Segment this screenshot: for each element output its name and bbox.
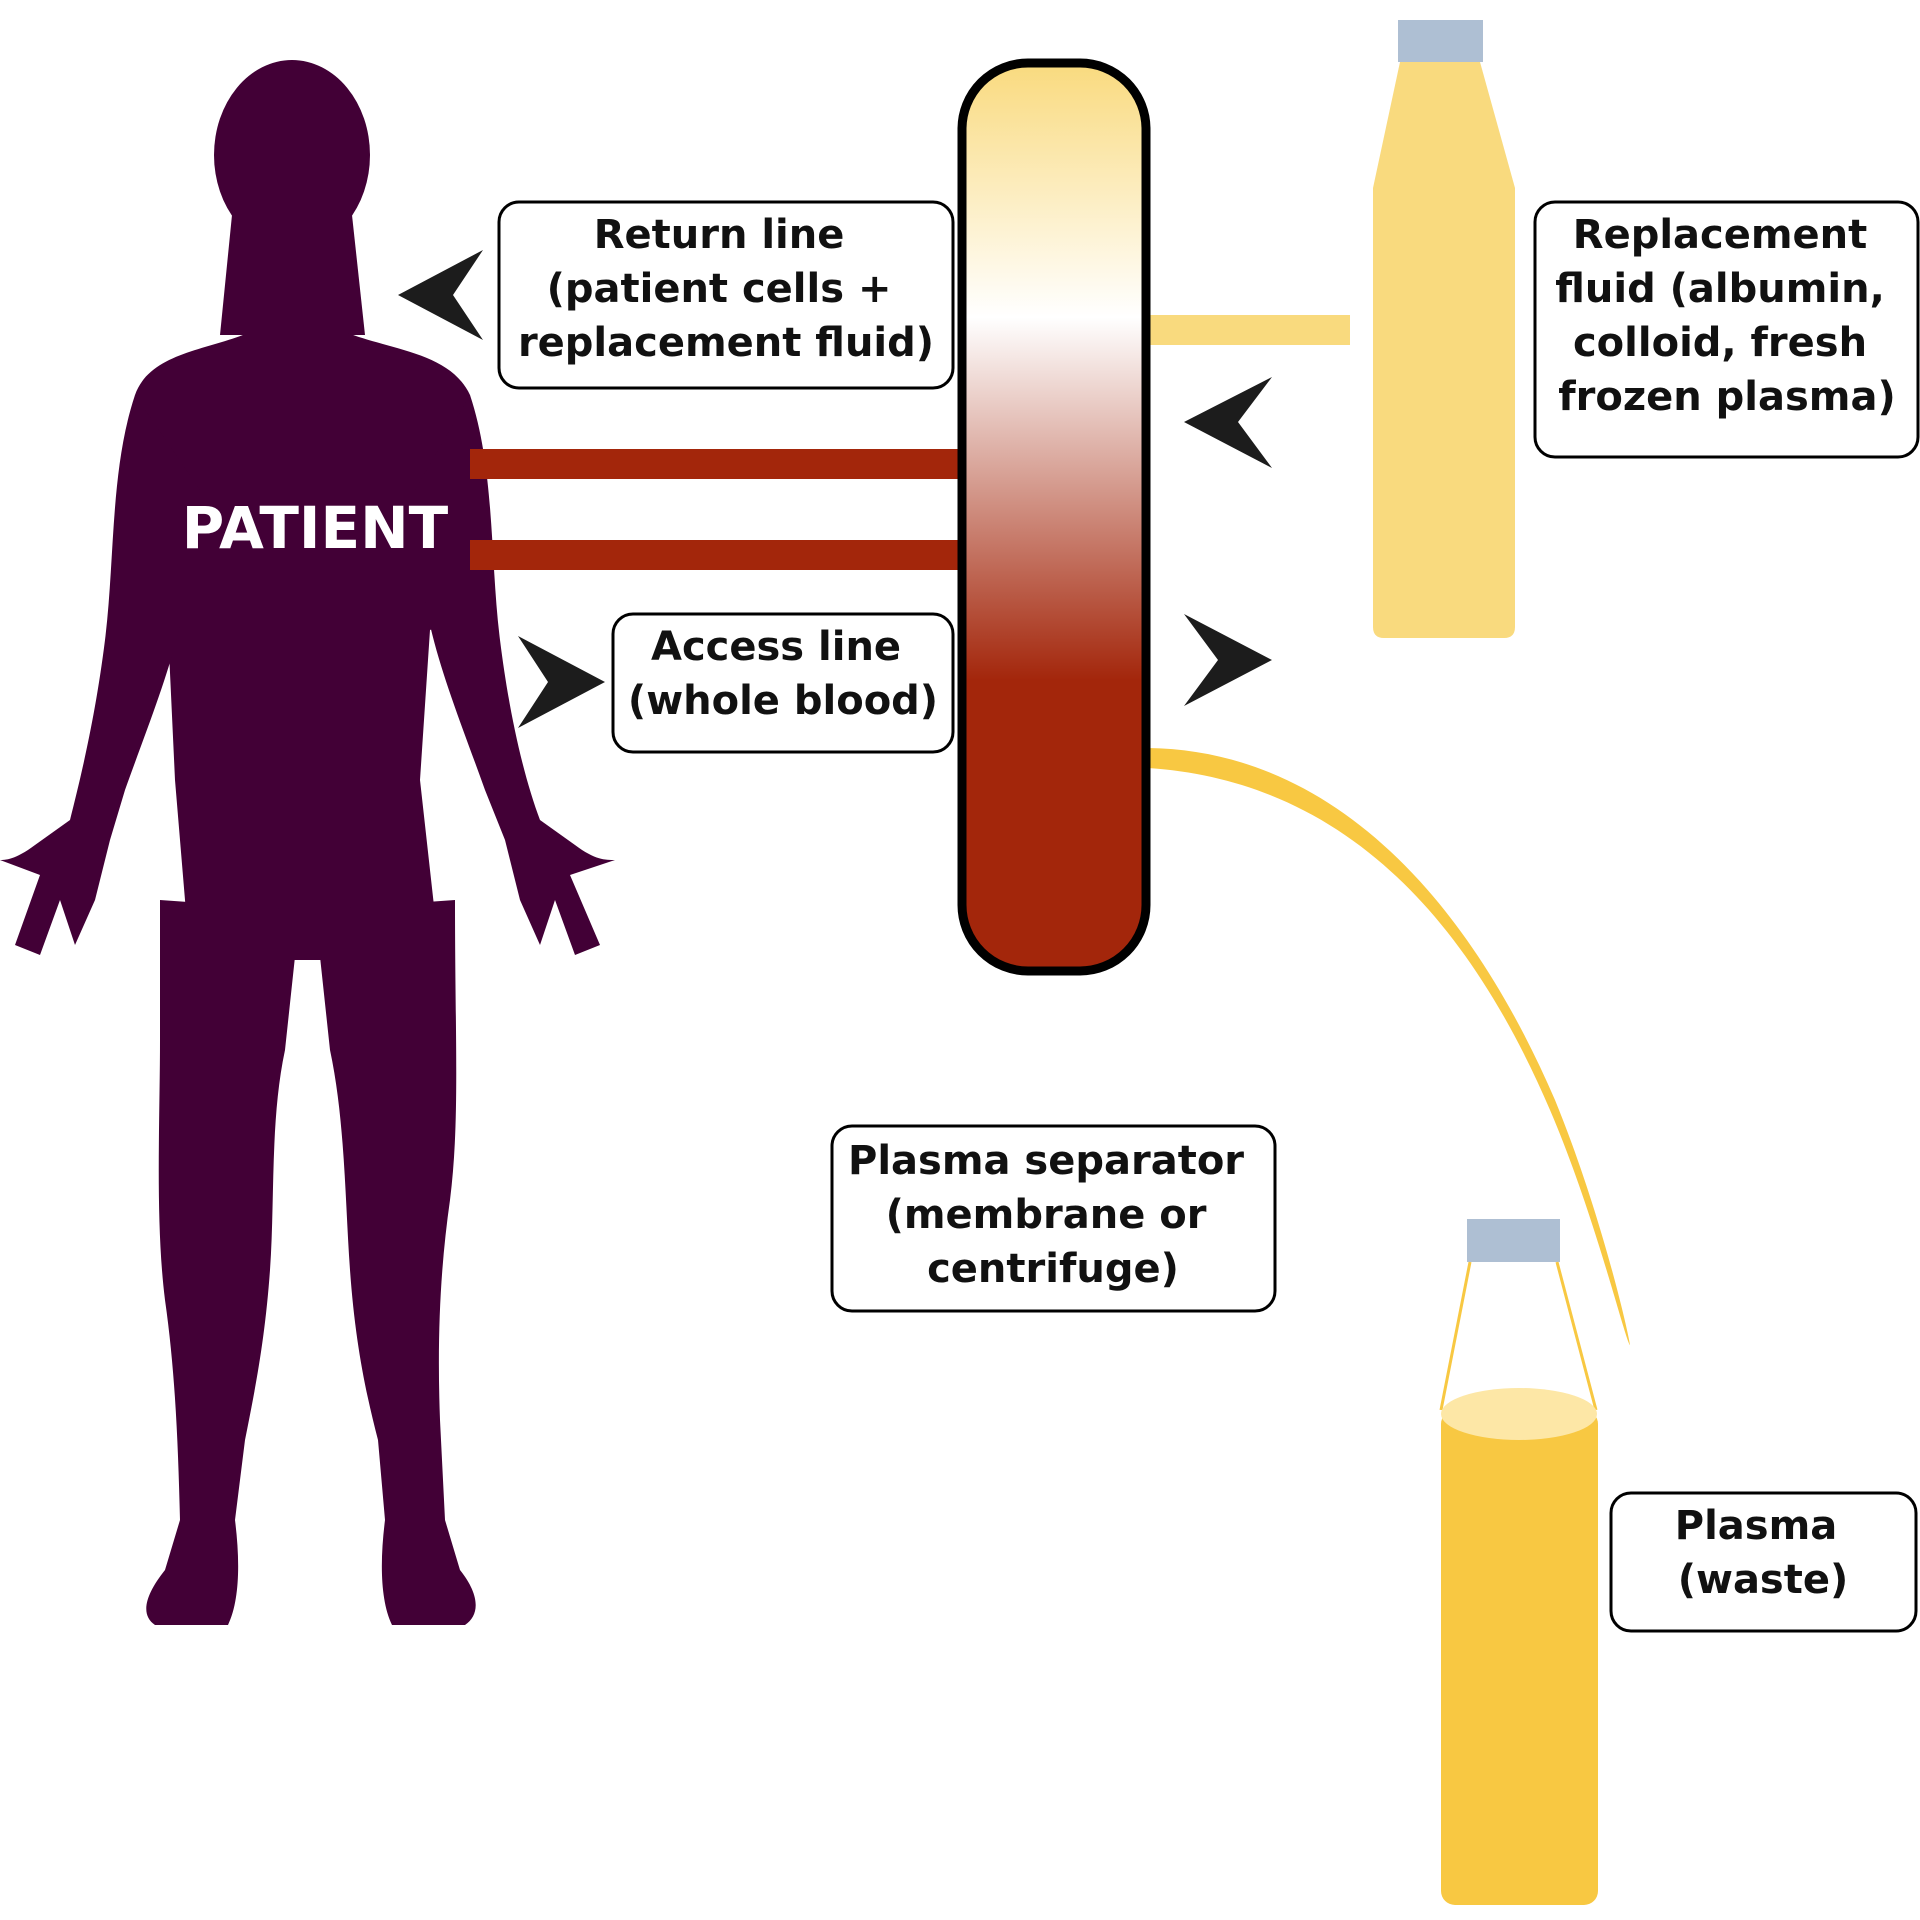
plasma-bottle-cap: [1467, 1219, 1560, 1262]
replacement-fluid-title: Replacement: [1573, 212, 1868, 258]
plasma-out-arrow-icon: [1184, 614, 1272, 706]
access-arrow-icon: [518, 636, 605, 728]
replacement-bottle-cap: [1398, 20, 1483, 62]
separator-label-box: Plasma separator (membrane or centrifuge…: [830, 1124, 1277, 1313]
plasma-waste-bottle: [1439, 1219, 1598, 1905]
replacement-fluid-bottle: [1373, 20, 1515, 638]
svg-text:Access line (whole blood: Access line (whole blood): [628, 624, 938, 724]
svg-text:Plasma (waste): Plasma (waste): [1675, 1503, 1851, 1603]
replacement-fluid-detail-2: colloid, fresh: [1573, 320, 1867, 366]
replacement-bottle-body: [1373, 62, 1515, 638]
replacement-fluid-detail-3: frozen plasma): [1558, 374, 1896, 420]
replacement-fluid-detail-1: fluid (albumin,: [1555, 266, 1885, 312]
patient-right-leg: [315, 900, 476, 1625]
return-line-title: Return line: [594, 212, 845, 258]
plasma-waste-detail: (waste): [1678, 1557, 1849, 1603]
patient-torso: [125, 332, 478, 960]
plasma-bottle-surface: [1441, 1388, 1597, 1440]
separator-title: Plasma separator: [848, 1138, 1244, 1184]
svg-text:Return line (patient cel: Return line (patient cells + replacement…: [518, 212, 934, 366]
return-line-tube: [470, 449, 962, 479]
patient-label: PATIENT: [182, 494, 449, 562]
plasma-waste-tube: [1148, 748, 1630, 1345]
access-line-label-box: Access line (whole blood): [611, 612, 955, 754]
patient-left-leg: [146, 900, 300, 1625]
replacement-arrow-icon: [1184, 377, 1272, 468]
return-line-detail-2: replacement fluid): [518, 320, 934, 366]
access-line-tube: [470, 540, 962, 570]
patient-head: [214, 60, 370, 250]
separator-detail-2: centrifuge): [927, 1246, 1179, 1292]
patient-right-arm: [415, 395, 615, 955]
plasma-waste-title: Plasma: [1675, 1503, 1838, 1549]
separator-detail-1: (membrane or: [886, 1192, 1207, 1238]
access-line-detail: (whole blood): [628, 678, 938, 724]
plasma-bottle-body: [1441, 1410, 1598, 1905]
svg-text:Plasma separator (membra: Plasma separator (membrane or centrifuge…: [848, 1138, 1258, 1292]
patient-silhouette: [0, 60, 615, 1625]
plasma-waste-label-box: Plasma (waste): [1609, 1491, 1918, 1633]
replacement-fluid-tube: [1148, 315, 1350, 345]
return-arrow-icon: [398, 250, 483, 340]
plasma-bottle-neck: [1439, 1261, 1598, 1411]
patient-neck: [220, 215, 365, 335]
return-line-label-box: Return line (patient cells + replacement…: [497, 200, 955, 390]
replacement-fluid-label-box: Replacement fluid (albumin, colloid, fre…: [1533, 200, 1920, 459]
access-line-title: Access line: [651, 624, 901, 670]
svg-text:Replacement fluid (album: Replacement fluid (albumin, colloid, fre…: [1555, 212, 1899, 420]
plasma-separator: [957, 58, 1151, 976]
return-line-detail-1: (patient cells +: [547, 266, 892, 312]
patient-left-arm: [0, 395, 200, 955]
